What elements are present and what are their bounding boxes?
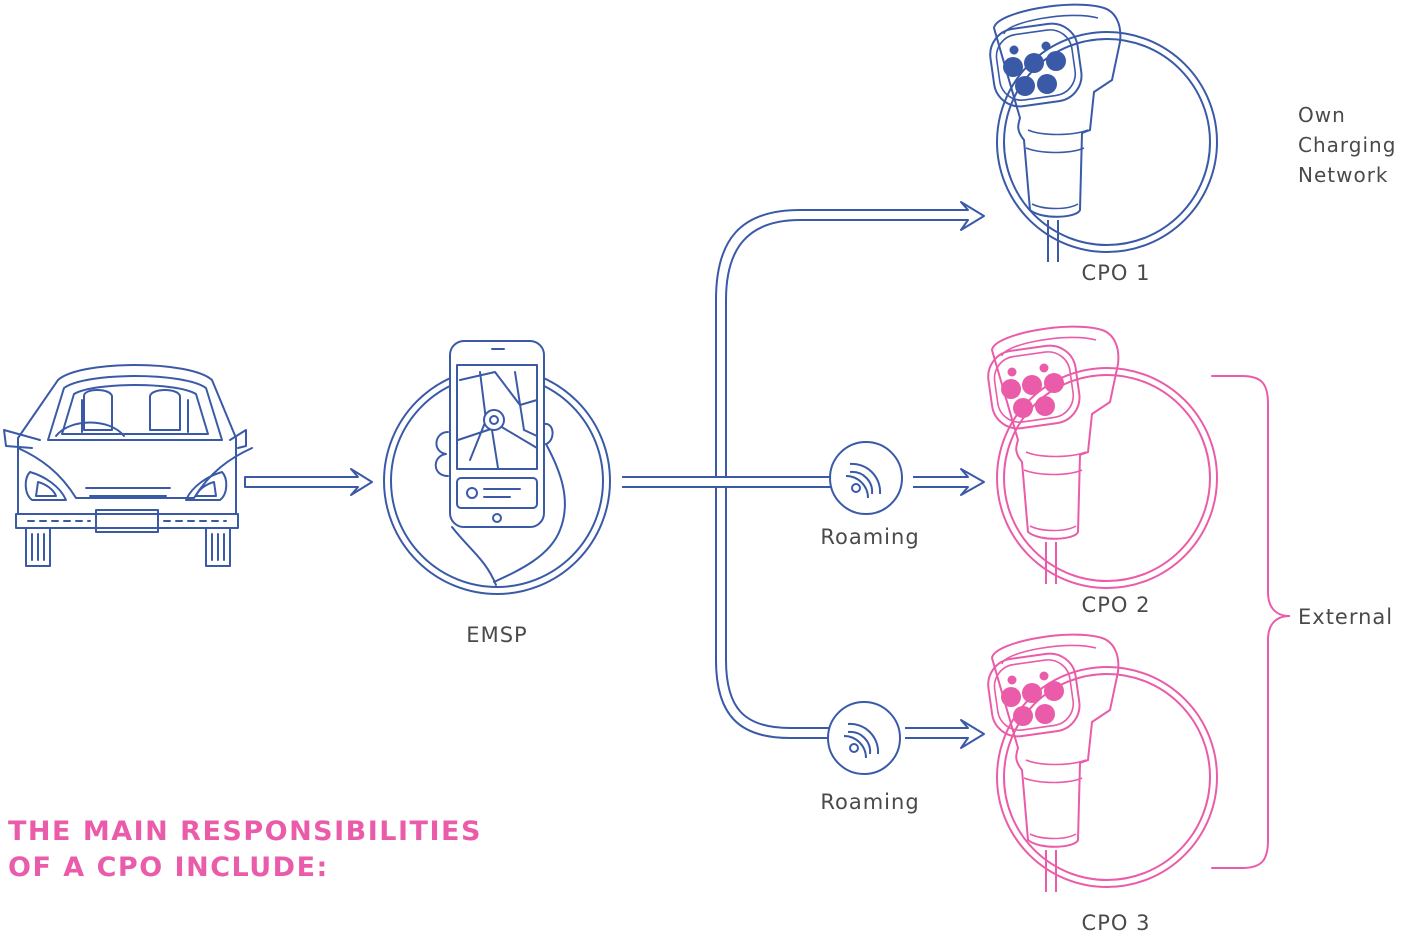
heading-line2: OF A CPO INCLUDE: xyxy=(8,852,329,883)
wireless-signal-icon xyxy=(827,701,901,775)
distribution-lines xyxy=(622,201,985,749)
responsibilities-heading: THE MAIN RESPONSIBILITIES OF A CPO INCLU… xyxy=(8,814,482,886)
own-label-line3: Network xyxy=(1298,163,1389,187)
ev-charging-connector-icon xyxy=(983,633,1218,893)
cpo-2-label: CPO 2 xyxy=(1081,593,1151,617)
roaming-label-top: Roaming xyxy=(820,525,920,549)
own-label-line1: Own xyxy=(1298,103,1346,127)
cpo-1-label: CPO 1 xyxy=(1081,261,1151,285)
own-charging-network-label: Own Charging Network xyxy=(1298,100,1396,190)
car-to-emsp-arrow xyxy=(244,468,373,496)
ev-charging-connector-icon xyxy=(983,325,1218,589)
smartphone-map-icon xyxy=(383,340,611,595)
own-label-line2: Charging xyxy=(1298,133,1397,157)
wireless-signal-icon xyxy=(829,441,903,515)
car-icon xyxy=(3,364,253,567)
emsp-label: EMSP xyxy=(466,623,528,647)
cpo-3-label: CPO 3 xyxy=(1081,911,1151,935)
external-brace xyxy=(1211,375,1291,869)
roaming-label-bottom: Roaming xyxy=(820,790,920,814)
ev-charging-connector-icon xyxy=(985,3,1218,264)
external-label: External xyxy=(1298,605,1394,629)
heading-line1: THE MAIN RESPONSIBILITIES xyxy=(8,816,482,847)
